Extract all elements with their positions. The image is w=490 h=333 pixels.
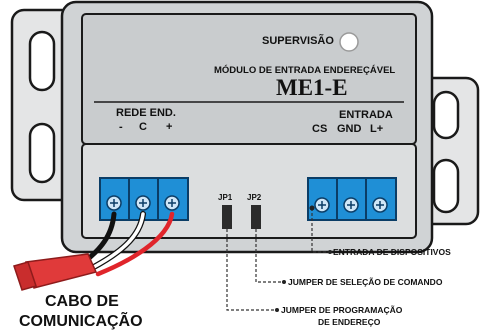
network-pin-c: C bbox=[139, 121, 147, 133]
input-title: ENTRADA bbox=[339, 109, 393, 121]
callout-dot-input bbox=[309, 205, 315, 211]
network-title: REDE END. bbox=[116, 107, 176, 119]
input-pin-l-plus: L+ bbox=[370, 123, 384, 135]
jumper-jp1-label: JP1 bbox=[218, 193, 233, 202]
callout-lines bbox=[226, 208, 330, 311]
jumper-jp2 bbox=[251, 205, 261, 229]
network-pin-negative: - bbox=[119, 121, 123, 133]
supervision-led bbox=[339, 32, 359, 52]
cable-label-line2: COMUNICAÇÃO bbox=[19, 313, 143, 330]
callout-command-jumper: JUMPER DE SELEÇÃO DE COMANDO bbox=[288, 277, 443, 287]
jumper-jp2-label: JP2 bbox=[247, 193, 262, 202]
module-title: MÓDULO DE ENTRADA ENDEREÇÁVEL bbox=[214, 65, 396, 76]
model-name: ME1-E bbox=[276, 75, 348, 100]
jumper-jp1 bbox=[222, 205, 232, 229]
callout-end-input bbox=[328, 250, 332, 254]
callout-device-input: ENTRADA DE DISPOSITIVOS bbox=[333, 247, 451, 257]
input-pin-gnd: GND bbox=[337, 123, 362, 135]
supervision-label: SUPERVISÃO bbox=[262, 35, 334, 47]
callout-address-jumper-line2: DE ENDEREÇO bbox=[318, 317, 381, 327]
network-pin-positive: + bbox=[166, 121, 173, 133]
input-terminal-block bbox=[307, 177, 397, 221]
cable-label-line1: CABO DE bbox=[45, 293, 119, 310]
input-pin-cs: CS bbox=[312, 123, 328, 135]
cable-connector bbox=[13, 253, 98, 291]
callout-end-jp1 bbox=[275, 308, 279, 312]
callout-end-jp2 bbox=[282, 280, 286, 284]
callout-address-jumper-line1: JUMPER DE PROGRAMAÇÃO bbox=[281, 305, 403, 315]
